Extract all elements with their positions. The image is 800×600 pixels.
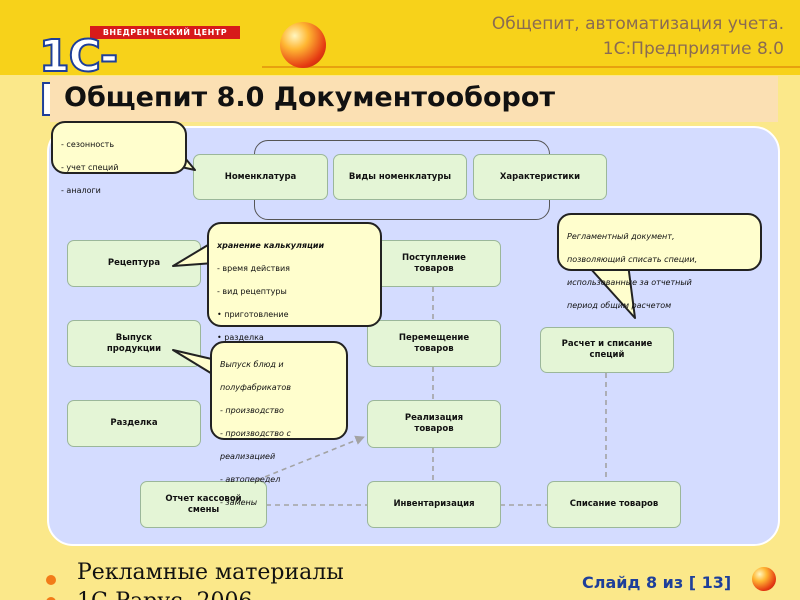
callout-line: - сезонность <box>61 139 115 149</box>
callout-line: период общим расчетом <box>567 300 672 310</box>
callout-line: - аналоги <box>61 185 101 195</box>
slide-counter: Слайд 8 из [ 13] <box>582 573 732 592</box>
callout-line: использованные за отчетный <box>567 277 692 287</box>
logo-banner: ВНЕДРЕНЧЕСКИЙ ЦЕНТР <box>90 26 240 39</box>
page-title: Общепит 8.0 Документооборот <box>64 82 556 113</box>
box-receipt: Поступление товаров <box>367 240 501 287</box>
callout-line: - производство <box>220 405 284 415</box>
callout-line: позволяющий списать специи, <box>567 254 698 264</box>
callout-nomenclature-notes: - сезонность - учет специй - аналоги <box>51 121 187 195</box>
callout-line: - автопередел <box>220 474 281 484</box>
box-cutting: Разделка <box>67 400 201 447</box>
callout-line: Регламентный документ, <box>567 231 675 241</box>
footer-orb-icon <box>752 567 776 591</box>
box-nomenclature: Номенклатура <box>193 154 328 200</box>
callout-line: реализацией <box>220 451 276 461</box>
callout-line: Выпуск блюд и <box>220 359 284 369</box>
title-band <box>50 76 778 122</box>
callout-calculation-notes: хранение калькуляции - время действия - … <box>207 222 382 365</box>
box-nomenclature-types: Виды номенклатуры <box>333 154 467 200</box>
callout-line: - вид рецептуры <box>217 286 287 296</box>
callout-line: - замены <box>220 497 258 507</box>
arrow-cash-to-sales <box>239 435 365 488</box>
callout-line: - производство с <box>220 428 291 438</box>
box-writeoff: Списание товаров <box>547 481 681 528</box>
header-subtitle-line1: Общепит, автоматизация учета. <box>491 14 784 34</box>
callout-regulatory-notes: Регламентный документ, позволяющий списа… <box>557 213 762 310</box>
logo-orb-icon <box>280 22 326 68</box>
callout-line: полуфабрикатов <box>220 382 291 392</box>
callout-title: хранение калькуляции <box>217 240 325 250</box>
tail-regulatory-notes <box>589 263 636 319</box>
callout-line: - время действия <box>217 263 290 273</box>
box-sales: Реализация товаров <box>367 400 501 448</box>
footer-ads-line2: 1С-Рарус, 2006 <box>77 587 344 600</box>
header-divider <box>262 66 800 68</box>
footer-ads: Рекламные материалы 1С-Рарус, 2006 <box>77 558 344 600</box>
box-transfer: Перемещение товаров <box>367 320 501 367</box>
tail-calculation-notes <box>172 241 215 267</box>
footer-ads-line1: Рекламные материалы <box>77 560 344 585</box>
callout-line: - учет специй <box>61 162 119 172</box>
box-characteristics: Характеристики <box>473 154 607 200</box>
callout-line: • разделка <box>217 332 264 342</box>
box-cash-report: Отчет кассовой смены <box>140 481 267 528</box>
callout-production-notes: Выпуск блюд и полуфабрикатов - производс… <box>210 341 348 507</box>
bullet-icon <box>46 575 56 585</box>
callout-line: • приготовление <box>217 309 289 319</box>
box-inventory: Инвентаризация <box>367 481 501 528</box>
tail-production-notes <box>172 349 217 376</box>
box-production: Выпуск продукции <box>67 320 201 367</box>
box-spices: Расчет и списание специй <box>540 327 674 373</box>
bullet-icon <box>46 597 56 600</box>
header-subtitle-line2: 1С:Предприятие 8.0 <box>602 39 784 59</box>
